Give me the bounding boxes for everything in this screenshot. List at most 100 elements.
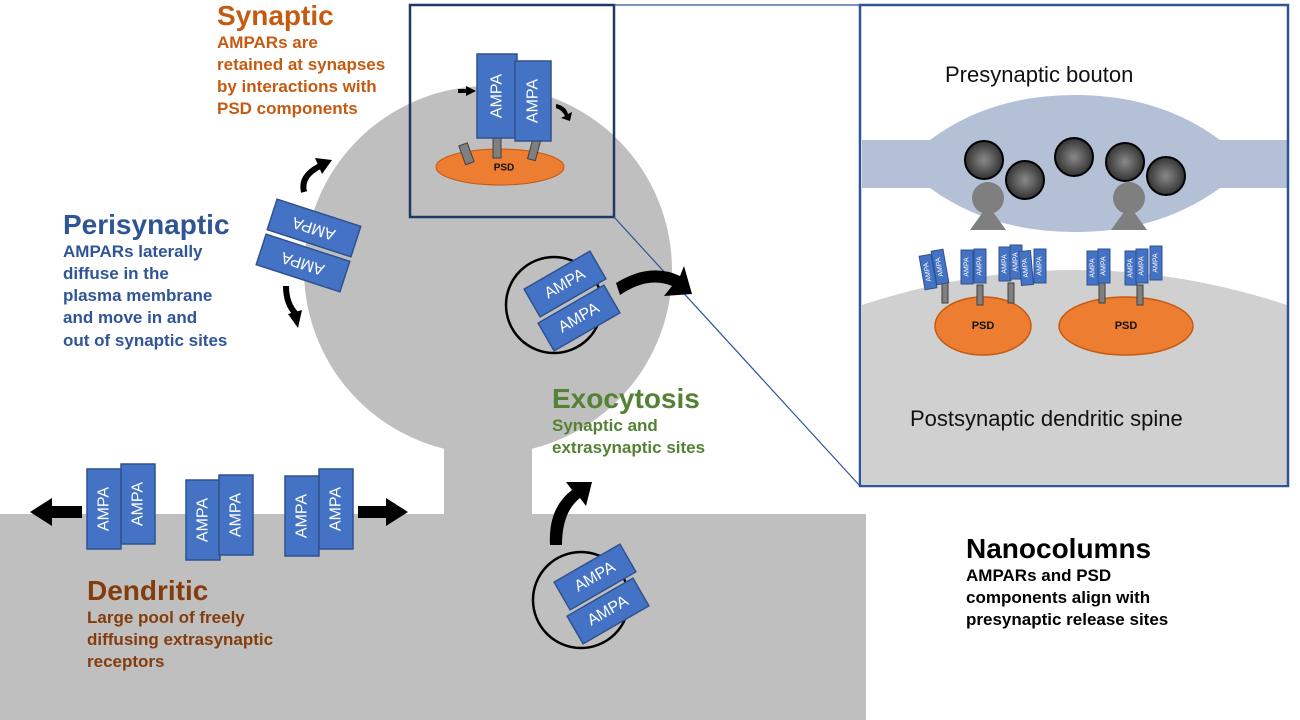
svg-text:AMPA: AMPA (525, 79, 542, 123)
docked-vesicle (1113, 182, 1145, 214)
synaptic-vesicles (964, 137, 1186, 200)
receptor: AMPA (1097, 248, 1111, 284)
curved-arrow-up-icon (300, 163, 322, 193)
nanocolumns-line: presynaptic release sites (966, 610, 1169, 630)
psd-anchor (458, 142, 475, 166)
postsynaptic-spine-shape (862, 270, 1287, 484)
svg-text:AMPA: AMPA (1037, 256, 1044, 276)
nanocolumns-line: components align with (966, 588, 1151, 608)
dendritic-annotation: Dendritic Large pool of freely diffusing… (87, 575, 273, 673)
synaptic-line: by interactions with (217, 77, 377, 97)
exocytosis-line: Synaptic and (552, 416, 658, 436)
synaptic-annotation: Synaptic AMPARs are retained at synapses… (217, 0, 385, 121)
svg-text:AMPA: AMPA (1128, 258, 1135, 278)
receptor: AMPA (918, 253, 938, 291)
perisynaptic-title: Perisynaptic (63, 209, 230, 240)
perisynaptic-line: AMPARs laterally (63, 242, 203, 262)
svg-text:AMPA: AMPA (130, 482, 147, 526)
psd-ellipse (1058, 296, 1194, 356)
receptor: AMPA (120, 463, 156, 545)
zoom-connector-bottom (613, 216, 861, 487)
docked-vesicle (972, 182, 1004, 214)
svg-text:AMPA: AMPA (328, 487, 345, 531)
svg-text:AMPA: AMPA (1002, 254, 1009, 274)
receptor: AMPA (1086, 250, 1100, 286)
spine-vesicle: AMPA AMPA (504, 250, 692, 355)
receptor: AMPA (476, 53, 518, 139)
svg-text:AMPA: AMPA (228, 493, 245, 537)
perisynaptic-line: diffuse in the (63, 264, 169, 284)
receptor: AMPA (960, 249, 974, 285)
svg-text:AMPA: AMPA (489, 74, 506, 118)
synaptic-line: PSD components (217, 99, 358, 119)
perisynaptic-line: and move in and (63, 308, 198, 328)
svg-text:AMPA: AMPA (1101, 256, 1108, 276)
nanocolumns-line: AMPARs and PSD (966, 566, 1112, 586)
svg-text:AMPA: AMPA (977, 256, 984, 276)
vesicle (1005, 160, 1045, 200)
perisynaptic-line: out of synaptic sites (63, 330, 228, 350)
dendritic-receptors: AMPA AMPA AMPA AMPA AMPA AMPA (30, 463, 408, 561)
psd-label: PSD (972, 320, 995, 332)
release-site-base (1111, 205, 1147, 230)
receptor: AMPA (1149, 245, 1163, 281)
dendritic-line: Large pool of freely (87, 608, 245, 628)
receptor: AMPA (266, 198, 362, 258)
synaptic-psd-group: PSD AMPA AMPA (435, 53, 572, 186)
synaptic-zoom-box (408, 3, 616, 219)
receptor: AMPA (284, 475, 320, 557)
svg-text:AMPA: AMPA (1013, 252, 1020, 272)
svg-text:AMPA: AMPA (964, 257, 971, 277)
receptor: AMPA (998, 246, 1012, 282)
dendritic-title: Dendritic (87, 575, 209, 606)
svg-text:AMPA: AMPA (96, 487, 113, 531)
svg-text:AMPA: AMPA (923, 262, 933, 283)
inset-psd-right: PSD (1058, 296, 1194, 356)
vesicle (1105, 142, 1145, 182)
receptor: AMPA (1033, 248, 1047, 284)
receptor: AMPA (1124, 250, 1138, 286)
psd-anchor (976, 284, 984, 306)
receptor: AMPA (255, 233, 351, 293)
release-sites (970, 182, 1147, 230)
curved-arrow-down-icon (283, 285, 299, 317)
svg-text:AMPA: AMPA (1022, 258, 1031, 278)
exocytosis-title: Exocytosis (552, 383, 700, 414)
perisynaptic-line: plasma membrane (63, 286, 213, 306)
receptor: AMPA (514, 60, 552, 142)
perisynaptic-annotation: Perisynaptic AMPARs laterally diffuse in… (63, 209, 230, 352)
svg-text:AMPA: AMPA (195, 498, 212, 542)
receptor: AMPA (86, 468, 122, 550)
presynaptic-label: Presynaptic bouton (945, 62, 1134, 87)
vesicle (1054, 137, 1094, 177)
spine-head (304, 86, 672, 454)
arrow-left-icon (458, 86, 476, 96)
svg-text:AMPA: AMPA (1153, 253, 1160, 273)
psd-anchor (492, 137, 502, 159)
exocytosis-arrow-icon (616, 266, 692, 296)
dendrite-shaft (0, 514, 866, 720)
insertion-arrow-icon (549, 482, 592, 545)
exocytosis-annotation: Exocytosis Synaptic and extrasynaptic si… (552, 383, 705, 459)
receptor: AMPA (318, 468, 354, 550)
arrow-right-icon (556, 104, 572, 121)
dendritic-line: receptors (87, 652, 165, 672)
release-site-base (970, 205, 1006, 230)
exocytosis-line: extrasynaptic sites (552, 438, 706, 458)
inset-anchors (941, 282, 1144, 306)
nanocolumns-annotation: Nanocolumns AMPARs and PSD components al… (966, 533, 1168, 631)
receptor: AMPA (1135, 248, 1149, 284)
psd-label: PSD (494, 163, 515, 174)
svg-text:AMPA: AMPA (935, 257, 945, 278)
synaptic-line: retained at synapses (217, 55, 386, 75)
svg-text:AMPA: AMPA (294, 494, 311, 538)
postsynaptic-label: Postsynaptic dendritic spine (910, 406, 1183, 431)
nanocolumns-title: Nanocolumns (966, 533, 1152, 564)
receptor: AMPA (185, 479, 221, 561)
receptor: AMPA (218, 474, 254, 556)
svg-text:AMPA: AMPA (1139, 256, 1146, 276)
dendrite-and-spine (0, 86, 866, 720)
psd-anchor (1007, 282, 1015, 304)
